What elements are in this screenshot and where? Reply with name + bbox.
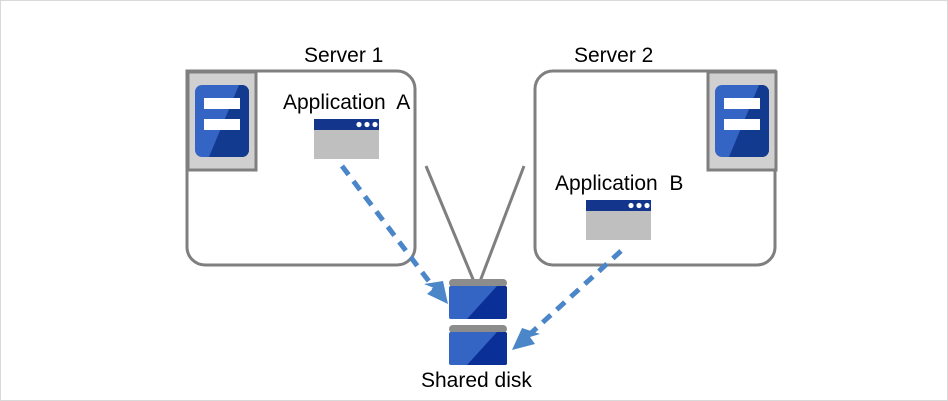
disk-block-top-dark xyxy=(467,286,507,319)
disk-top-bar xyxy=(449,279,507,287)
server-icon-bar-bottom xyxy=(724,119,760,130)
arrow-application-b-to-disk xyxy=(512,249,623,350)
arrow-b-head xyxy=(512,328,540,350)
server-icon-bar-top xyxy=(204,98,240,109)
app-window-dot xyxy=(628,202,634,209)
app-window-dot xyxy=(364,121,370,128)
server1-server-icon xyxy=(186,70,258,172)
app-window-dot xyxy=(636,202,642,209)
arrow-application-a-to-disk xyxy=(340,164,448,304)
shared-disk-label: Shared disk xyxy=(421,369,532,392)
app-window-body xyxy=(314,130,379,159)
connector-server1-to-disk xyxy=(424,165,477,285)
application-b-label: Application B xyxy=(555,172,684,195)
app-window-dot xyxy=(644,202,650,209)
server1-label: Server 1 xyxy=(304,44,384,67)
app-window-titlebar xyxy=(314,119,379,130)
application-a-window-icon xyxy=(314,119,379,159)
connector-lines xyxy=(424,165,526,285)
arrow-a-dashed-line xyxy=(340,164,439,294)
connector-server2-to-disk xyxy=(477,165,526,285)
application-a-label: Application A xyxy=(283,91,411,114)
server-icon-bar-top xyxy=(724,98,760,109)
server-icon-bar-bottom xyxy=(204,119,240,130)
arrow-a-head xyxy=(424,281,448,304)
application-b-window-icon xyxy=(586,200,651,240)
server2-label: Server 2 xyxy=(574,44,654,67)
app-window-dot xyxy=(372,121,378,128)
shared-disk-icon[interactable] xyxy=(449,279,507,365)
disk-block-bottom-dark xyxy=(467,332,507,365)
app-window-dot xyxy=(356,121,362,128)
arrow-b-dashed-line xyxy=(528,249,623,336)
app-window-titlebar xyxy=(586,200,651,211)
server2-server-icon xyxy=(706,70,778,172)
disk-middle-bar xyxy=(449,325,507,333)
app-window-body xyxy=(586,211,651,240)
